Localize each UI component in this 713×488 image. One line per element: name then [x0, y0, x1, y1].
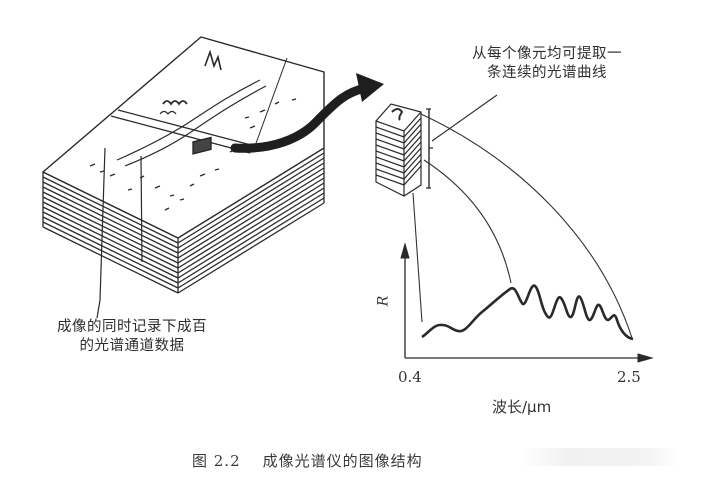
curved-arrow	[230, 83, 371, 153]
x-tick-max: 2.5	[617, 368, 641, 386]
spectral-curve	[421, 284, 634, 341]
caption-title: 成像光谱仪的图像结构	[262, 452, 423, 470]
curved-arrow-head	[356, 73, 384, 102]
x-axis-label: 波长/μm	[492, 398, 552, 416]
y-axis-arrow	[400, 242, 410, 259]
watermark-smudge	[520, 448, 680, 466]
left-annotation-line2: 的光谱通道数据	[79, 338, 185, 354]
top-annotation-line1: 从每个像元均可提取一	[472, 46, 622, 62]
top-annotation-line2: 条连续的光谱曲线	[487, 65, 607, 81]
top-annotation: 从每个像元均可提取一 条连续的光谱曲线	[447, 45, 647, 83]
cube-layers-front	[42, 171, 179, 294]
figure-caption: 图 2.2 成像光谱仪的图像结构	[192, 450, 423, 471]
left-leader-line	[96, 299, 101, 319]
spectral-plot	[400, 242, 654, 363]
x-axis-arrow	[637, 353, 654, 363]
selected-pixel	[192, 136, 212, 155]
x-tick-min: 0.4	[398, 368, 422, 386]
pixel-spectral-stack	[375, 103, 422, 197]
top-leader-line	[431, 94, 498, 142]
projection-lines	[412, 113, 633, 339]
image-cube	[41, 36, 325, 301]
left-annotation: 成像的同时记录下成百 的光谱通道数据	[22, 318, 242, 356]
y-axis-label: R	[375, 295, 392, 307]
left-annotation-line1: 成像的同时记录下成百	[57, 319, 207, 335]
caption-number: 图 2.2	[192, 452, 241, 470]
